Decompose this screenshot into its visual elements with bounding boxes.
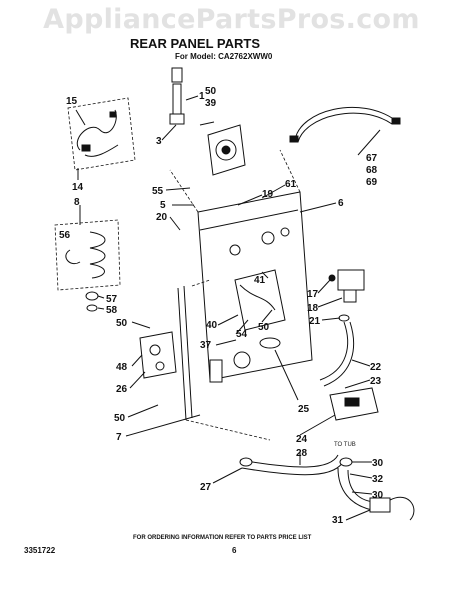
drain-hose-box	[54, 219, 121, 312]
inlet-fitting	[169, 67, 246, 176]
callout-numbers: 1 50 39 3 15 14 8 56 57 58 50 48 26 50 7…	[59, 86, 384, 526]
callout-17: 17	[307, 289, 319, 300]
to-tub-label: TO TUB	[334, 442, 356, 448]
callout-8: 8	[74, 197, 80, 208]
callout-39: 39	[205, 98, 217, 109]
callout-30: 30	[372, 458, 384, 469]
callout-6: 6	[338, 198, 344, 209]
callout-32: 32	[372, 474, 384, 485]
callout-41: 41	[254, 275, 266, 286]
callout-61: 61	[285, 179, 297, 190]
watermark: AppliancePartsPros.com	[43, 4, 420, 35]
callout-50: 50	[205, 86, 217, 97]
callout-55: 55	[152, 186, 164, 197]
callout-24: 24	[296, 434, 308, 445]
callout-25: 25	[298, 404, 310, 415]
page-number: 6	[232, 546, 237, 555]
lower-drain-hose	[239, 454, 415, 521]
water-valve	[328, 269, 365, 322]
document-number: 3351722	[24, 546, 56, 555]
callout-54: 54	[236, 329, 248, 340]
wire-harness	[289, 106, 401, 143]
pump-bracket	[139, 331, 177, 379]
leader-lines	[75, 95, 381, 521]
callout-7: 7	[116, 432, 122, 443]
callout-1: 1	[199, 91, 205, 102]
fill-hose	[319, 321, 355, 387]
callout-50: 50	[116, 318, 128, 329]
callout-58: 58	[106, 305, 118, 316]
callout-22: 22	[370, 362, 382, 373]
callout-14: 14	[72, 182, 84, 193]
rear-panel	[169, 149, 313, 383]
callout-68: 68	[366, 165, 378, 176]
callout-5: 5	[160, 200, 166, 211]
callout-27: 27	[200, 482, 212, 493]
callout-23: 23	[370, 376, 382, 387]
callout-31: 31	[332, 515, 344, 526]
callout-15: 15	[66, 96, 78, 107]
callout-56: 56	[59, 230, 71, 241]
callout-67: 67	[366, 153, 378, 164]
callout-21: 21	[309, 316, 321, 327]
callout-26: 26	[116, 384, 128, 395]
callout-37: 37	[200, 340, 212, 351]
ordering-note: FOR ORDERING INFORMATION REFER TO PARTS …	[133, 535, 312, 541]
callout-3: 3	[156, 136, 162, 147]
callout-19: 19	[262, 189, 274, 200]
callout-48: 48	[116, 362, 128, 373]
power-cord-box	[67, 97, 136, 171]
callout-40: 40	[206, 320, 218, 331]
callout-18: 18	[307, 303, 319, 314]
side-frame	[177, 279, 271, 441]
diagram-title: REAR PANEL PARTS	[130, 36, 261, 51]
callout-69: 69	[366, 177, 378, 188]
callout-30: 30	[372, 490, 384, 501]
callout-57: 57	[106, 294, 118, 305]
callout-20: 20	[156, 212, 168, 223]
model-line: For Model: CA2762XWW0	[175, 52, 273, 61]
callout-50: 50	[114, 413, 126, 424]
drain-pump	[329, 387, 379, 421]
callout-50: 50	[258, 322, 270, 333]
callout-28: 28	[296, 448, 308, 459]
